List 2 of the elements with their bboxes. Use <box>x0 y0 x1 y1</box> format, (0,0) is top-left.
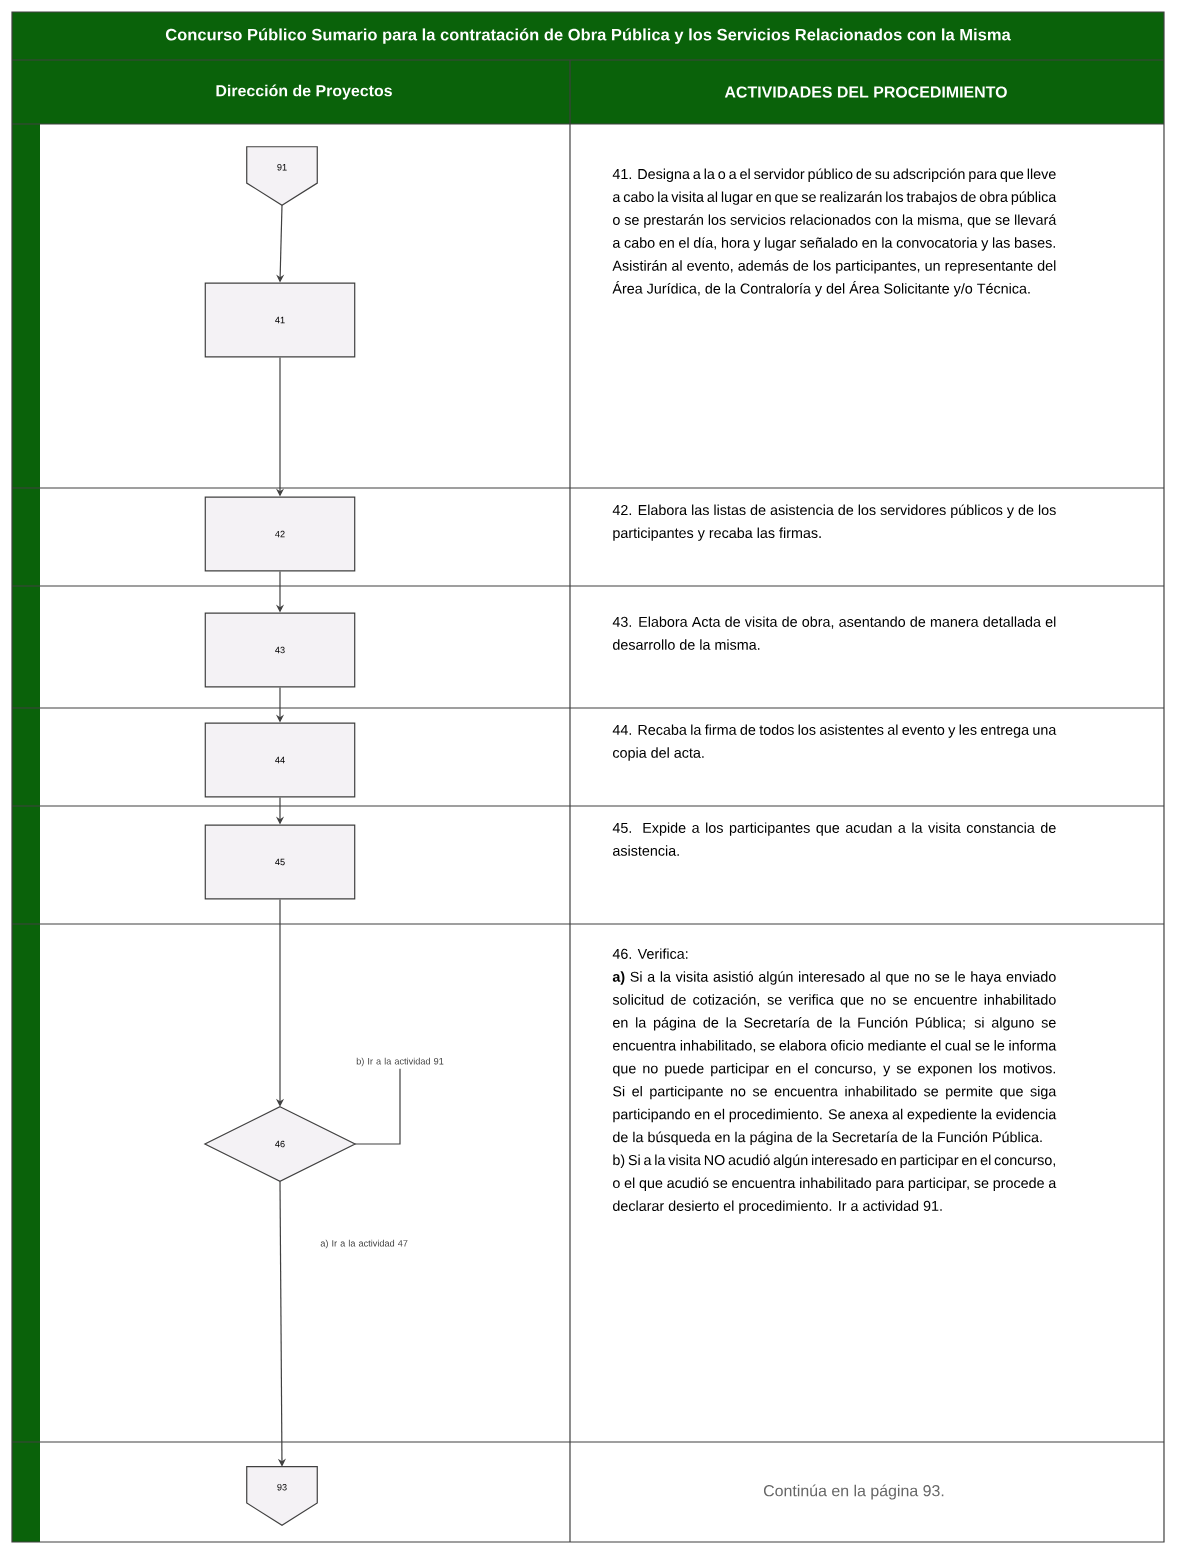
title: Concurso Público Sumario para la contratación de Obra Pública y los Servicios Relacionados con la Misma <box>165 28 1011 44</box>
arrow <box>354 1068 401 1145</box>
